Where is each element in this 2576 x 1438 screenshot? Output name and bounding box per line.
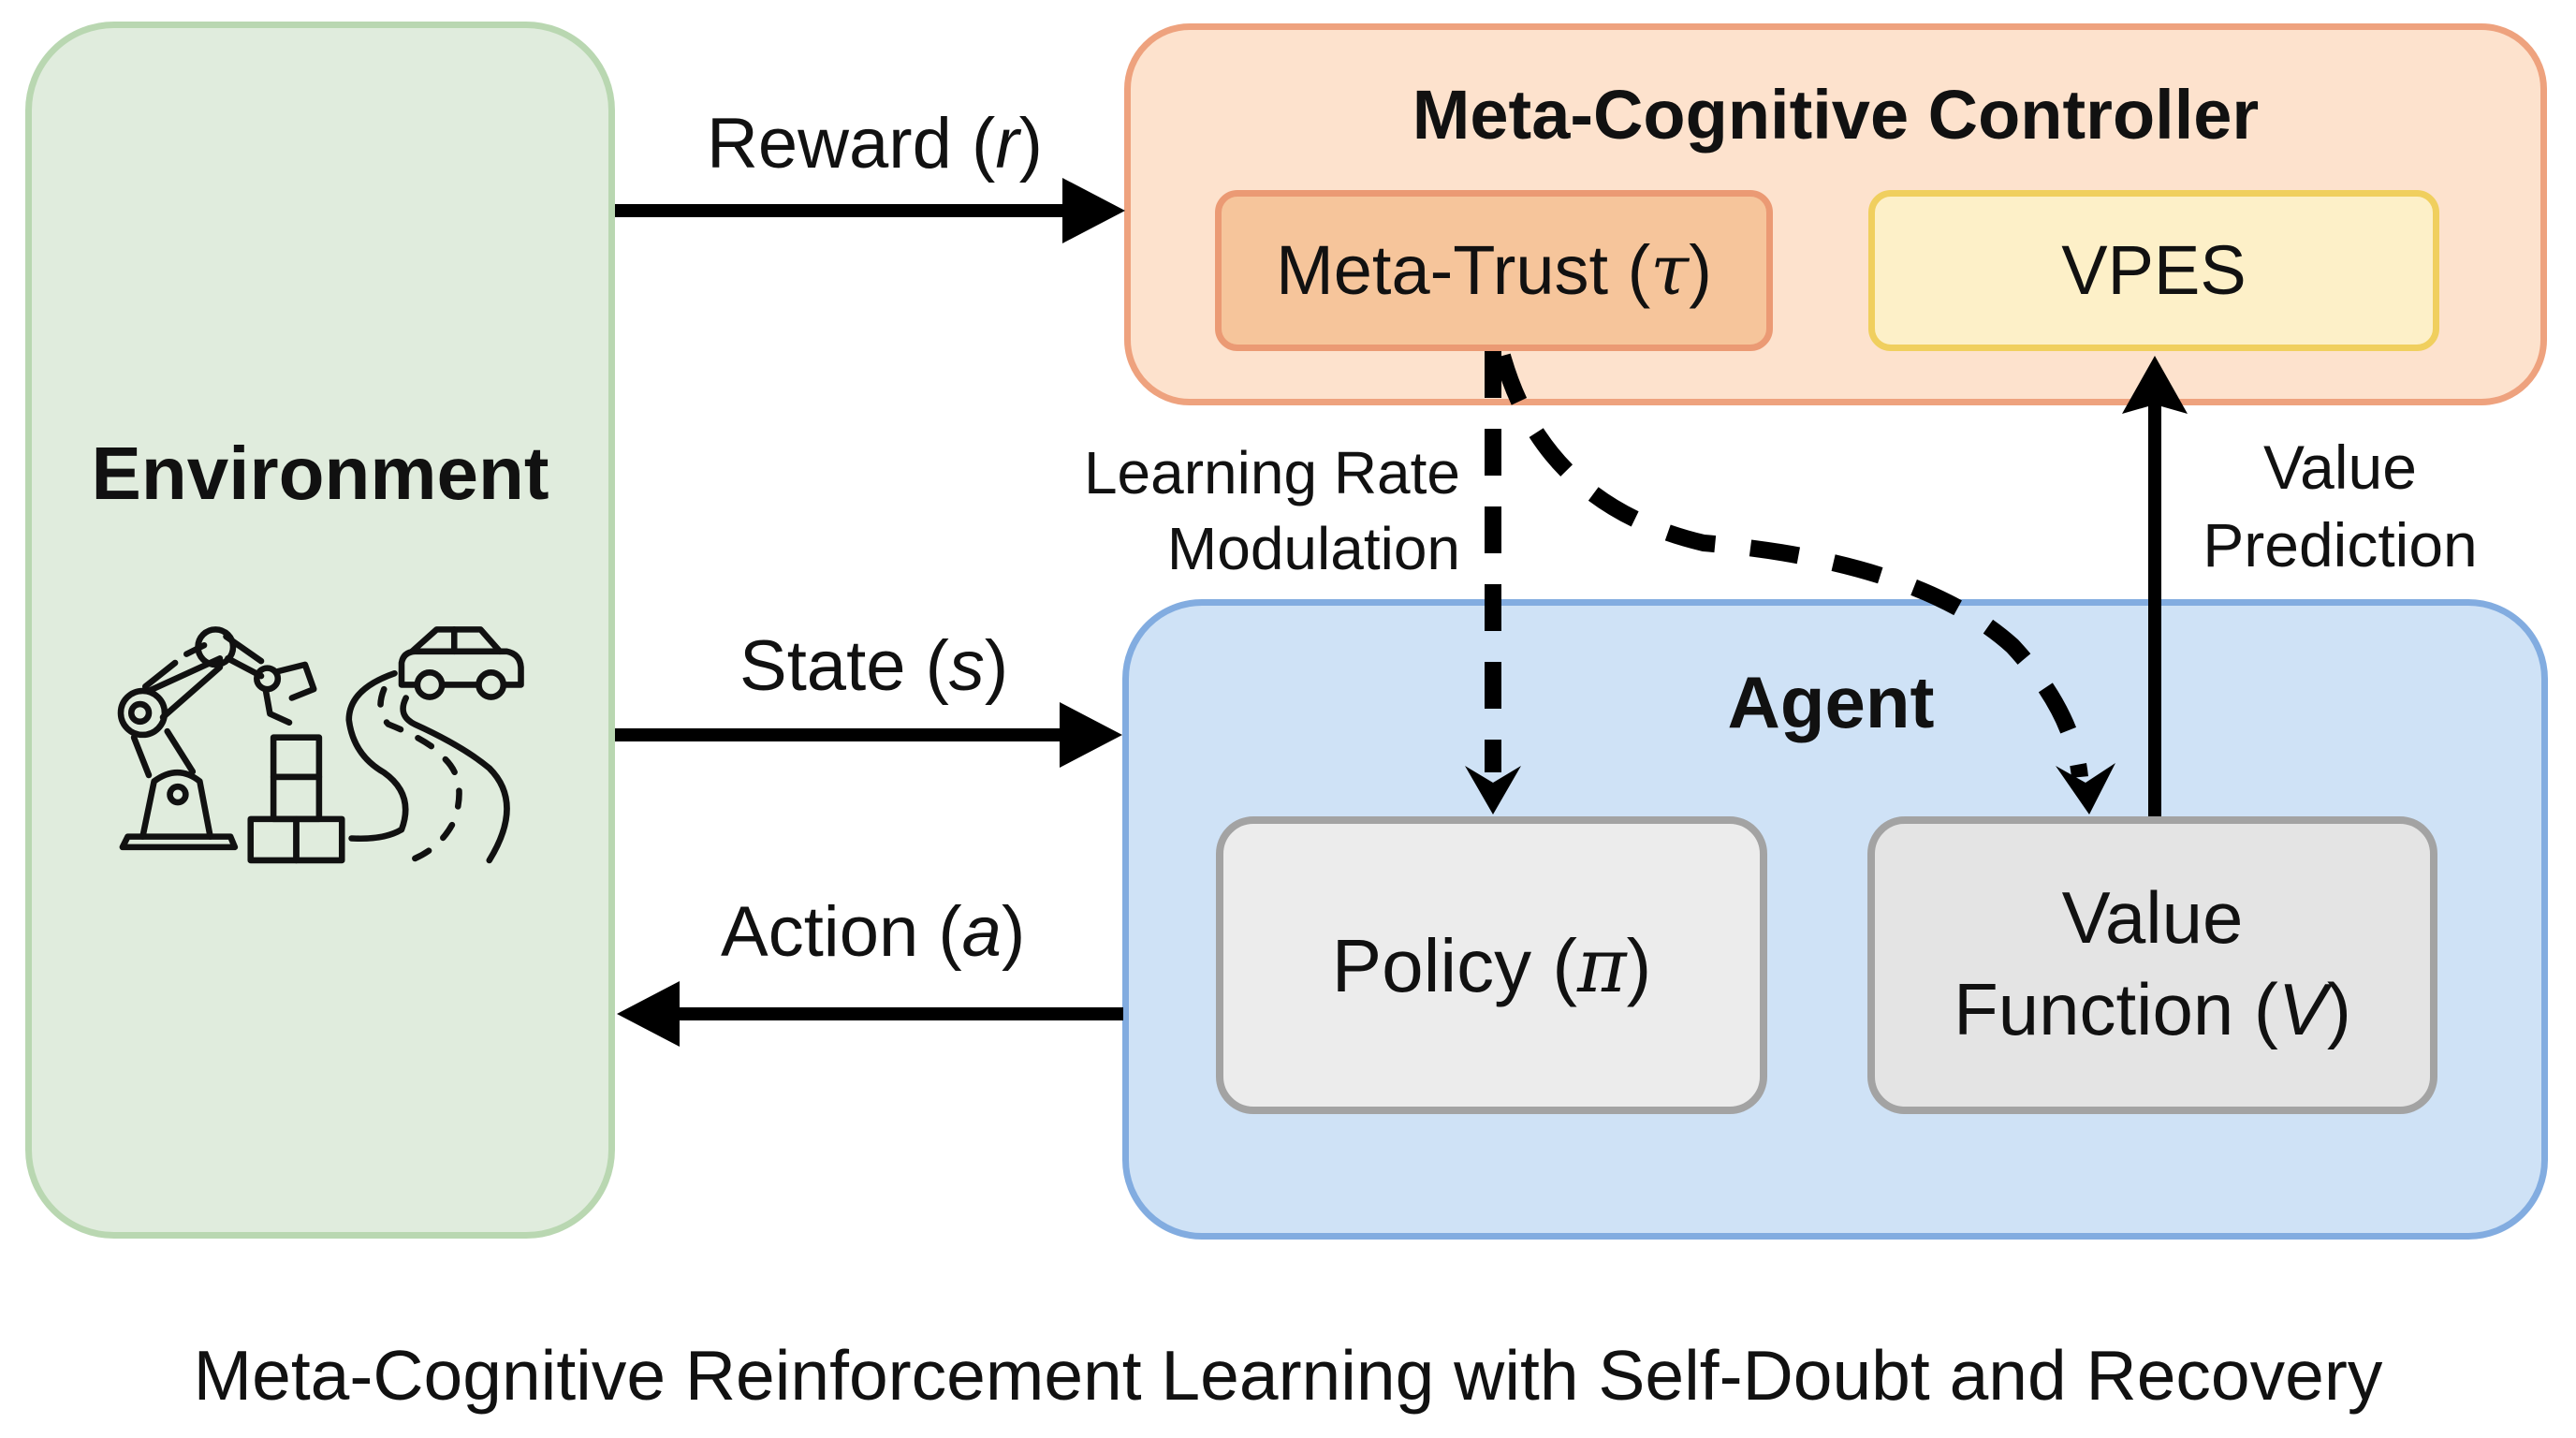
reward-label: Reward (r) xyxy=(707,103,1043,184)
action-close: ) xyxy=(1001,892,1026,972)
a-symbol: a xyxy=(961,892,1002,972)
environment-box: Environment xyxy=(25,22,615,1239)
state-text: State ( xyxy=(739,626,949,706)
meta-trust-text: Meta-Trust ( xyxy=(1276,231,1651,309)
reward-close: ) xyxy=(1018,104,1043,183)
vpes-box: VPES xyxy=(1868,190,2439,351)
policy-text: Policy ( xyxy=(1331,924,1578,1007)
v-symbol: V xyxy=(2277,968,2327,1050)
action-arrow xyxy=(617,981,1123,1047)
agent-title: Agent xyxy=(1727,661,1935,743)
policy-label: Policy (π) xyxy=(1223,922,1760,1009)
learning-rate-line2: Modulation xyxy=(1166,515,1460,582)
policy-box: Policy (π) xyxy=(1216,816,1767,1114)
r-symbol: r xyxy=(995,104,1019,183)
state-close: ) xyxy=(984,626,1009,706)
pi-symbol: π xyxy=(1577,922,1627,1009)
learning-rate-line1: Learning Rate xyxy=(1083,439,1460,506)
learning-rate-label: Learning Rate Modulation xyxy=(1030,435,1460,587)
winding-road-icon xyxy=(345,669,510,864)
action-label: Action (a) xyxy=(721,891,1025,973)
robot-arm-icon xyxy=(117,626,317,851)
figure-caption: Meta-Cognitive Reinforcement Learning wi… xyxy=(193,1336,2383,1415)
value-prediction-label: Value Prediction xyxy=(2172,429,2509,584)
value-prediction-line2: Prediction xyxy=(2203,510,2478,580)
meta-trust-label: Meta-Trust (τ) xyxy=(1222,230,1766,311)
value-function-text: Function ( xyxy=(1954,968,2278,1050)
state-label: State (s) xyxy=(739,625,1008,707)
environment-icons xyxy=(117,626,524,864)
vpes-label: VPES xyxy=(2061,231,2247,309)
reward-arrow xyxy=(615,178,1125,243)
state-arrow xyxy=(615,702,1122,768)
tau-symbol: τ xyxy=(1650,230,1690,311)
meta-trust-box: Meta-Trust (τ) xyxy=(1215,190,1773,351)
environment-title: Environment xyxy=(91,432,549,515)
value-function-box: Value Function (V) xyxy=(1867,816,2437,1114)
policy-close: ) xyxy=(1626,924,1652,1007)
stacked-boxes-icon xyxy=(247,734,345,864)
car-icon xyxy=(398,626,524,700)
controller-title: Meta-Cognitive Controller xyxy=(1412,76,2260,154)
meta-trust-close: ) xyxy=(1689,231,1712,309)
value-prediction-line1: Value xyxy=(2263,433,2417,502)
s-symbol: s xyxy=(948,626,985,706)
action-text: Action ( xyxy=(721,892,962,972)
reward-text: Reward ( xyxy=(707,104,996,183)
value-function-line2: Function (V) xyxy=(1875,967,2430,1052)
value-function-line1: Value xyxy=(2061,876,2244,959)
value-function-close: ) xyxy=(2326,968,2351,1050)
